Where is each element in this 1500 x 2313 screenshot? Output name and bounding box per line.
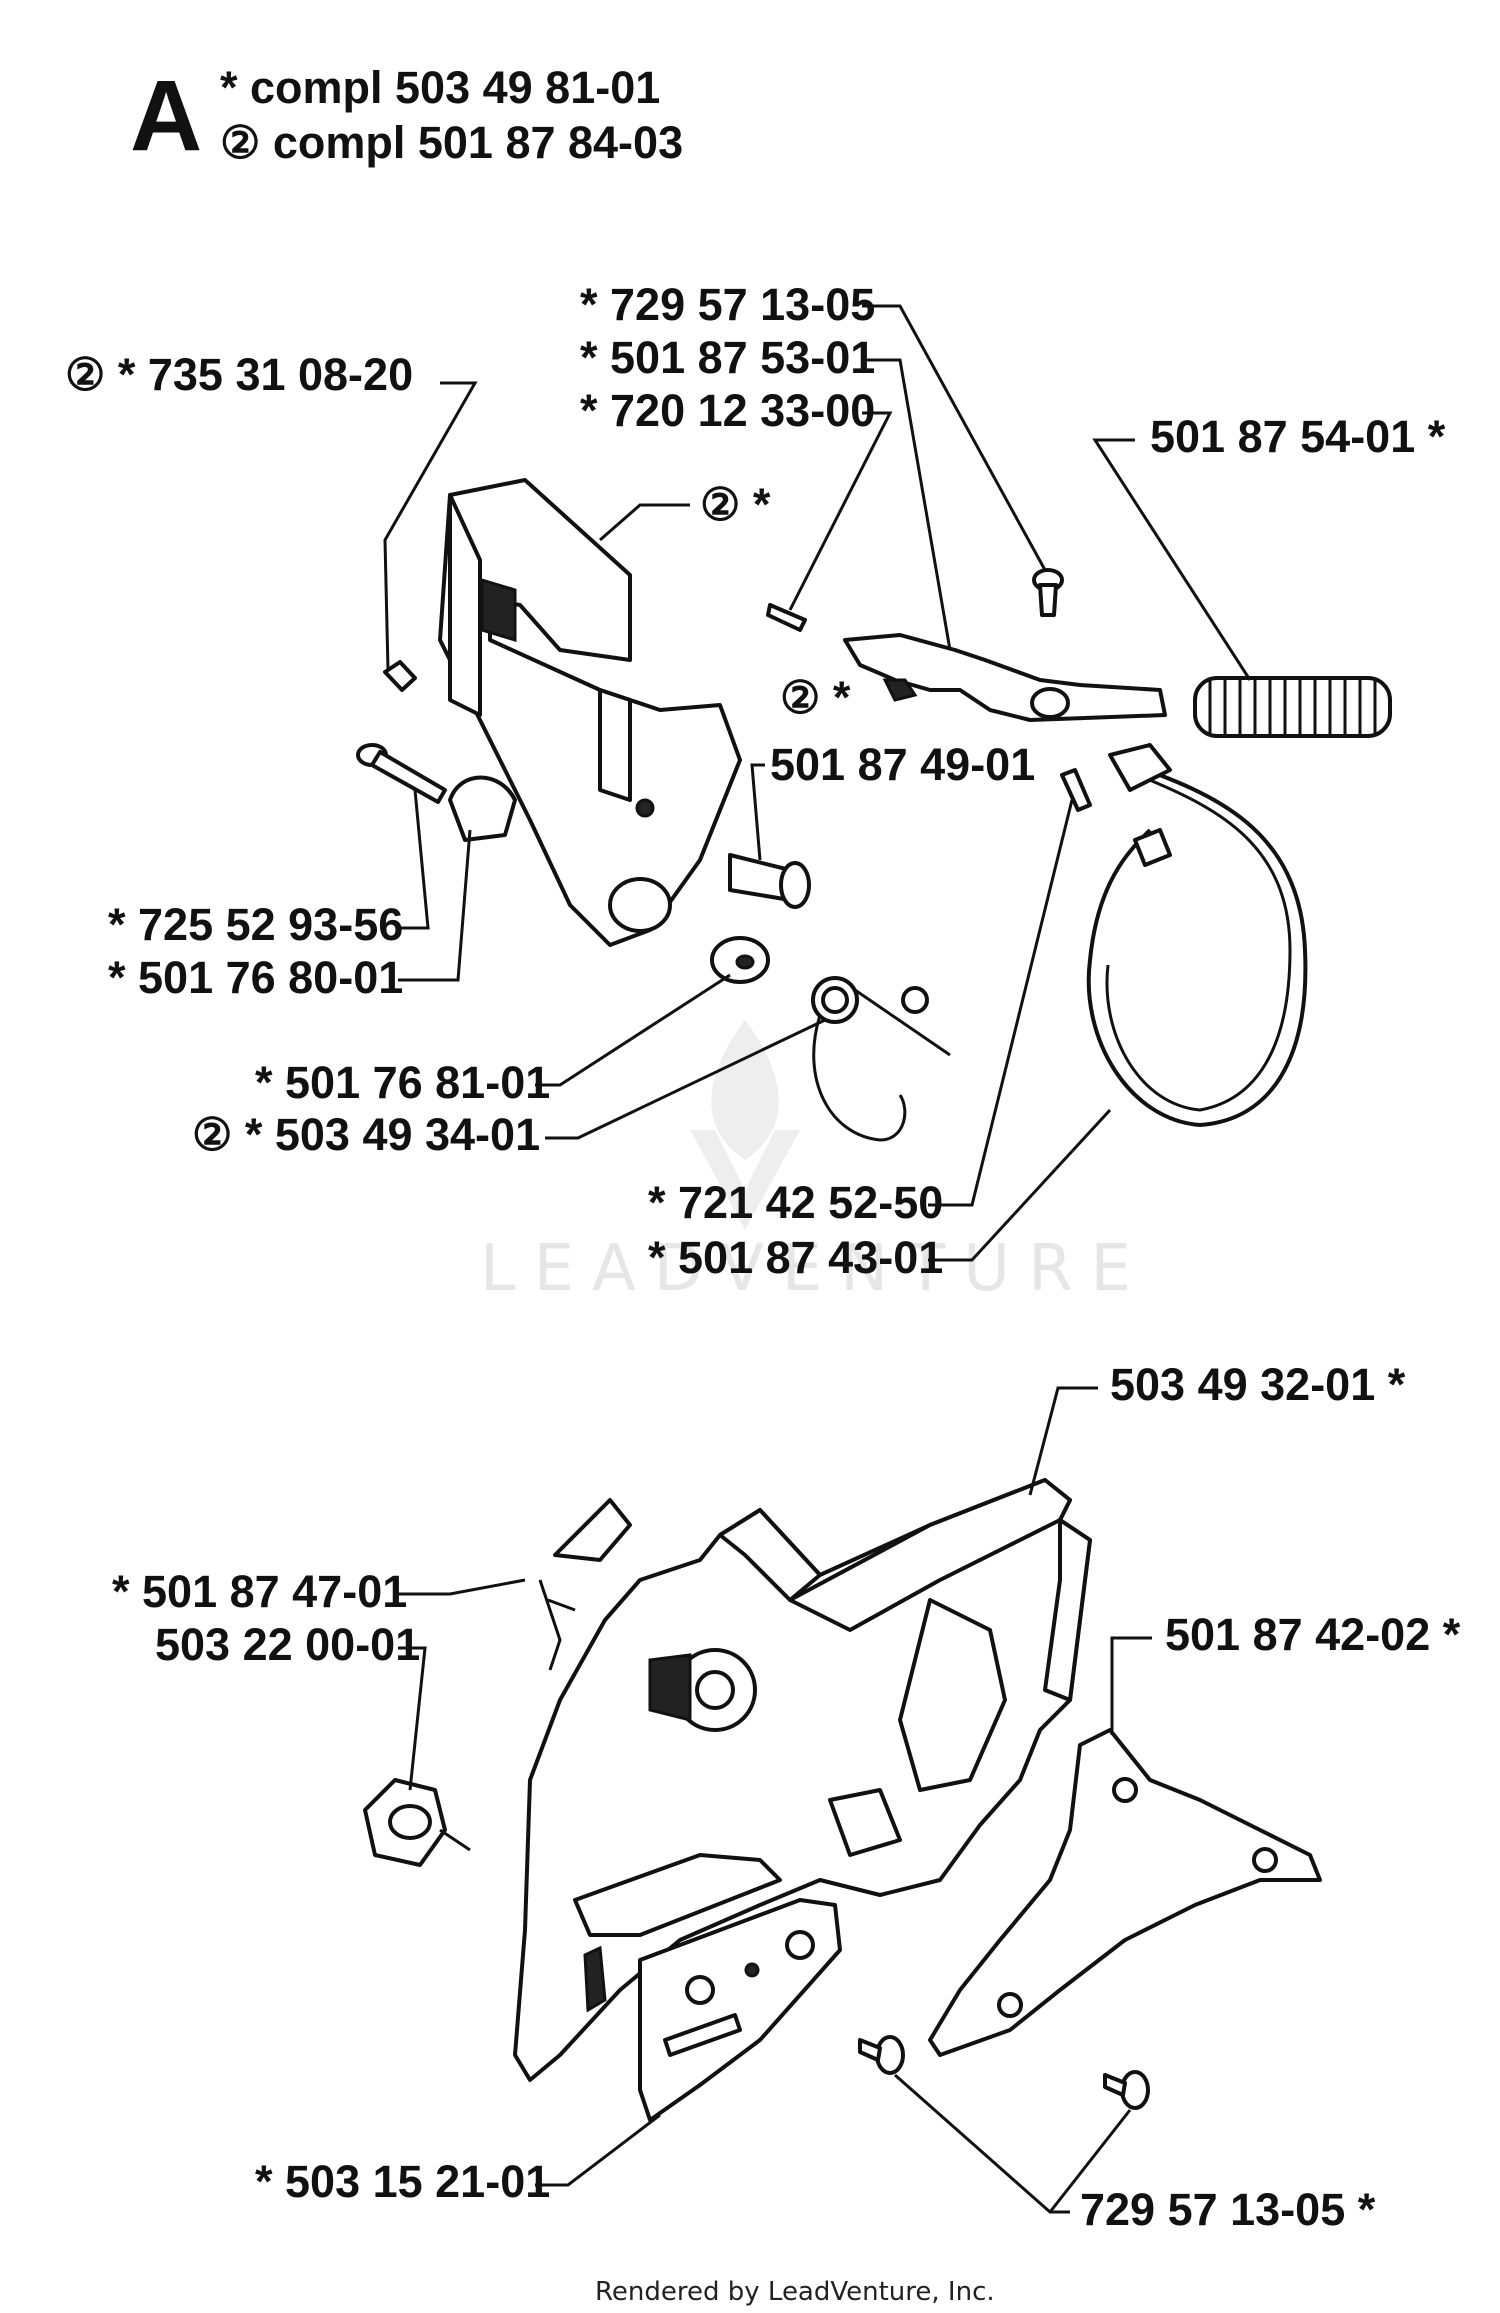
label-503493401: ② * 503 49 34-01 (192, 1109, 540, 1160)
leader-503493201 (1028, 1386, 1098, 1496)
pin-721425250-part (1060, 768, 1092, 812)
leader-729571305-bottom (894, 2073, 1132, 2214)
label-503493201: 503 49 32-01 * (1110, 1359, 1406, 1410)
section-letter: A (130, 60, 202, 172)
label-501874701: * 501 87 47-01 (112, 1566, 407, 1617)
leader-503220001 (398, 1646, 427, 1791)
compression-spring-part (1193, 676, 1392, 738)
spring-clip-part (538, 1498, 632, 1671)
header-line-2: ② compl 501 87 84-03 (220, 117, 683, 168)
label-725529356: * 725 52 93-56 (108, 899, 403, 950)
screw-725-part (356, 743, 447, 804)
leader-720123300 (788, 411, 893, 611)
label-501874301: * 501 87 43-01 (648, 1232, 943, 1283)
label-729571305-bottom: 729 57 13-05 * (1080, 2184, 1376, 2235)
label-501875301: * 501 87 53-01 (580, 332, 875, 383)
leader-725529356 (398, 789, 430, 930)
brake-handle-part (438, 478, 742, 947)
flange-nut-part (363, 1778, 471, 1867)
leader-501875301 (862, 358, 952, 651)
pin-501874901-part (728, 853, 811, 909)
label-501874202: 501 87 42-02 * (1165, 1609, 1461, 1660)
label-501875401: 501 87 54-01 * (1150, 411, 1446, 462)
leader-501768101 (535, 973, 731, 1087)
leader-729571305-top (862, 304, 1047, 571)
screw-729571305-right-part (1103, 2070, 1150, 2110)
leader-501874901 (750, 763, 765, 861)
leader-501874301 (928, 1108, 1112, 1262)
leader-503493401 (545, 1018, 826, 1140)
watermark-v-icon (690, 1130, 800, 1230)
label-729571305-top: * 729 57 13-05 (580, 279, 875, 330)
label-501768101: * 501 76 81-01 (255, 1057, 550, 1108)
leader-501874701 (398, 1578, 526, 1596)
leader-501875401 (1092, 438, 1252, 681)
leader-721425250 (928, 799, 1074, 1207)
clip-part (383, 660, 417, 692)
label-503220001: 503 22 00-01 (155, 1619, 420, 1670)
header-line-1: * compl 503 49 81-01 (220, 62, 660, 113)
leader-cover (599, 503, 690, 542)
brake-band-part (1086, 743, 1308, 1127)
chain-brake-housing-part (513, 1478, 1092, 2082)
watermark-flame-icon (711, 1020, 779, 1160)
side-cover-part (928, 1728, 1322, 2057)
leader-501768001 (398, 829, 472, 982)
label-735310820: ② * 735 31 08-20 (65, 349, 413, 400)
nut-501768001-part (448, 775, 517, 842)
label-501874901: 501 87 49-01 (770, 739, 1035, 790)
bushing-501768101-part (710, 936, 770, 984)
brake-lever-part (766, 603, 1167, 722)
leader-503152101 (535, 2113, 661, 2187)
label-721425250: * 721 42 52-50 (648, 1177, 943, 1228)
screw-729571305-top-part (1032, 568, 1064, 617)
watermark: LEADVENTURE (480, 1020, 1149, 1306)
label-lever-symbols: ② * (780, 672, 851, 723)
label-cover-symbols: ② * (700, 479, 771, 530)
label-501768001: * 501 76 80-01 (108, 952, 403, 1003)
leader-501874202 (1110, 1636, 1152, 1735)
guide-plate-part (638, 1898, 842, 2122)
footer-credit: Rendered by LeadVenture, Inc. (595, 2277, 995, 2307)
watermark-text: LEADVENTURE (480, 1232, 1149, 1306)
label-720123300: * 720 12 33-00 (580, 385, 875, 436)
torsion-spring-part (811, 976, 951, 1142)
leader-735310820 (383, 381, 478, 671)
screw-729571305-left-part (858, 2035, 905, 2075)
label-503152101: * 503 15 21-01 (255, 2156, 550, 2207)
